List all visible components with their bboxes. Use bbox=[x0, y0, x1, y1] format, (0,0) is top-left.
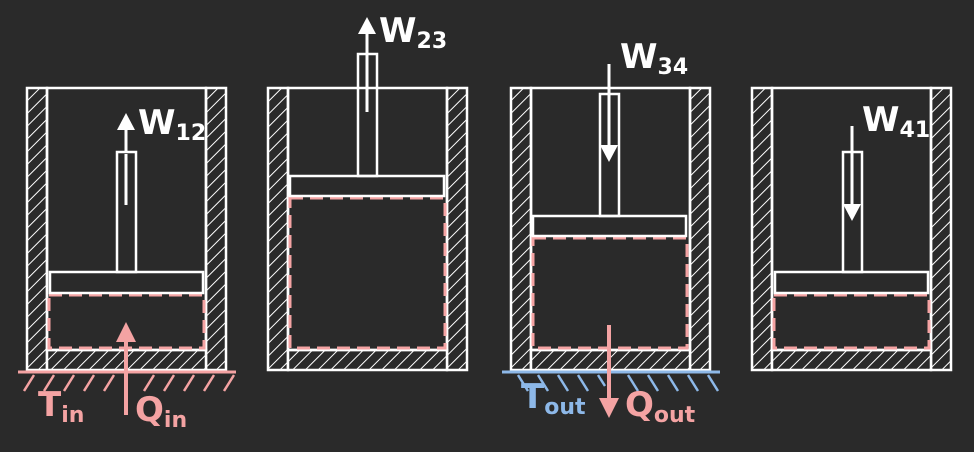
label-w34: W34 bbox=[620, 37, 689, 80]
cylinder-1 bbox=[18, 86, 236, 415]
label-q-out: Qout bbox=[625, 385, 696, 428]
label-t-out: Tout bbox=[521, 377, 586, 420]
label-w12: W12 bbox=[138, 103, 207, 146]
label-t-in: Tin bbox=[38, 385, 85, 428]
piston-2 bbox=[288, 174, 446, 198]
cylinder-3 bbox=[502, 64, 720, 418]
cylinder-2 bbox=[266, 17, 469, 372]
gas-region-4 bbox=[772, 293, 931, 350]
label-w23: W23 bbox=[379, 11, 448, 54]
piston-1 bbox=[48, 270, 205, 295]
piston-3 bbox=[531, 214, 688, 238]
piston-4 bbox=[773, 270, 930, 295]
cylinder-4 bbox=[750, 86, 953, 372]
label-w41: W41 bbox=[862, 100, 931, 143]
gas-region-2 bbox=[288, 196, 447, 350]
label-q-in: Qin bbox=[135, 390, 188, 433]
